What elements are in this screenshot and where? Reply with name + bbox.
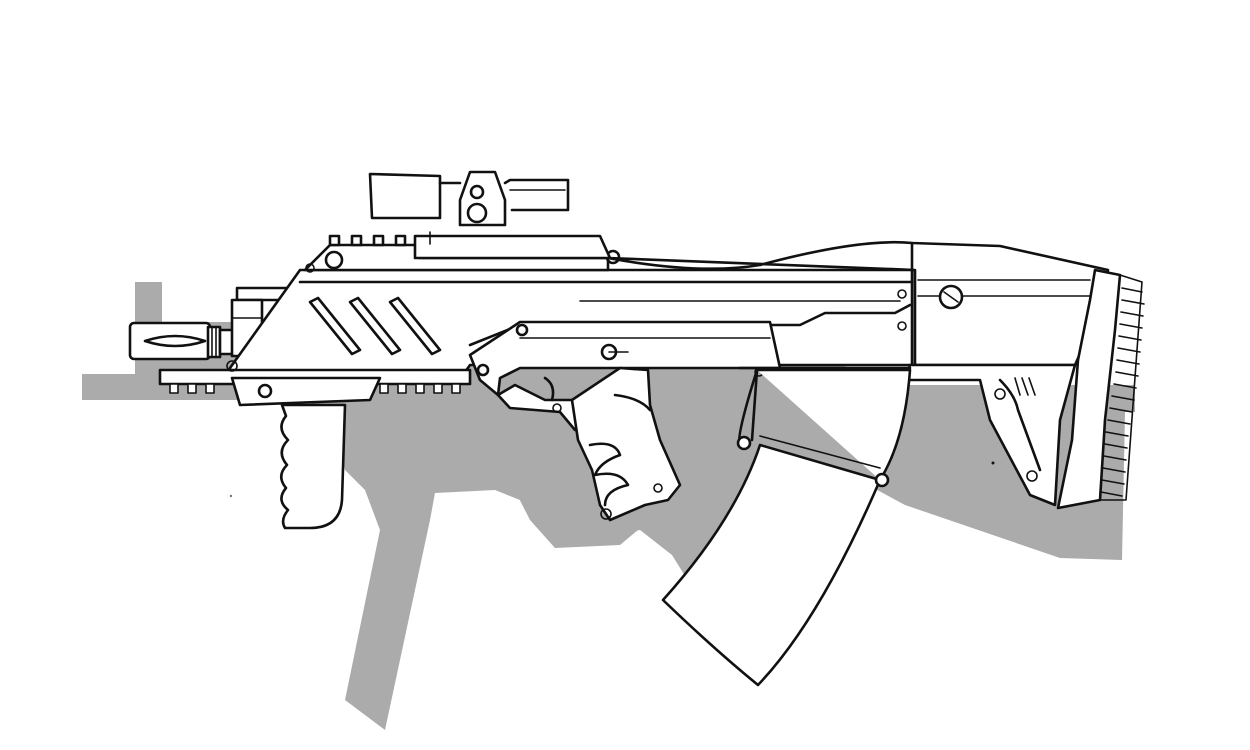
handguard-vents xyxy=(308,296,442,356)
bottom-rail xyxy=(158,360,472,407)
stock xyxy=(606,240,1145,510)
rifle-line-art xyxy=(128,170,1145,687)
pistol-grip xyxy=(570,366,682,522)
optic-scope xyxy=(368,170,612,260)
butt-pad-ridges xyxy=(1099,274,1145,501)
magazine xyxy=(661,368,912,687)
muzzle-brake xyxy=(128,321,238,361)
bottom-rail-teeth xyxy=(169,383,461,394)
silhouette-trigger-guard xyxy=(485,432,650,548)
sketch-marks xyxy=(229,461,995,498)
foregrip xyxy=(279,403,347,530)
